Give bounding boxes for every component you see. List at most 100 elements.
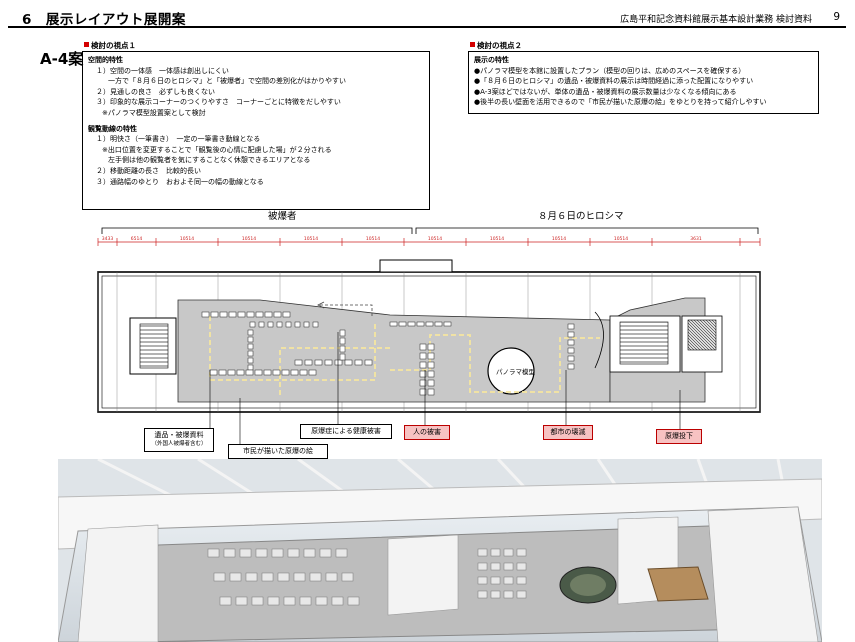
text-line: ●A-3案ほどではないが、単体の遺品・被爆資料の展示数量は少なくなる傾向にある [474, 87, 737, 96]
render-case [331, 596, 344, 606]
render-case [207, 548, 220, 558]
panel-body: 空間的特性 １）空間の一体感 一体感は創出しにくい 一方で「８月６日のヒロシマ」… [82, 51, 430, 210]
dimension-label: 3433 [102, 236, 114, 242]
page-number: 9 [833, 11, 840, 23]
display-case [299, 369, 308, 376]
text-line: １）明快さ（一筆書き） 一定の一筆書き動線となる [96, 135, 261, 144]
callout-city-destruction: 都市の壊滅 [543, 425, 593, 440]
render-case [503, 562, 514, 571]
dimension-label: 10514 [304, 236, 318, 242]
render-case [477, 576, 488, 585]
render-case [261, 572, 274, 582]
render-stair [647, 566, 709, 602]
panorama-model-circle [487, 347, 535, 395]
display-case [246, 311, 255, 318]
display-case [364, 359, 373, 366]
panel-heading: 検討の視点１ [82, 40, 430, 51]
render-case [229, 572, 242, 582]
display-case [324, 359, 333, 366]
section-title: 観覧動線の特性 [88, 124, 137, 133]
dimension-label: 10514 [552, 236, 566, 242]
render-case [325, 572, 338, 582]
render-case [503, 576, 514, 585]
display-case [419, 370, 427, 378]
display-case [209, 369, 218, 376]
callout-relics: 遺品・被爆資料 （外国人被爆者含む） [144, 428, 214, 452]
arrow-left-icon [317, 301, 325, 309]
zone-bracket-right [415, 227, 759, 234]
display-case [389, 321, 398, 327]
display-case [228, 311, 237, 318]
display-case [567, 355, 575, 362]
panel-viewpoint-1: 検討の視点１ 空間的特性 １）空間の一体感 一体感は創出しにくい 一方で「８月６… [82, 40, 430, 210]
render-case [516, 548, 527, 557]
zone-label-hiroshima: ８月６日のヒロシマ [538, 211, 624, 222]
display-case [427, 370, 435, 378]
display-case [567, 323, 575, 330]
red-square-icon [84, 42, 89, 47]
red-square-icon [470, 42, 475, 47]
display-case [247, 336, 254, 343]
dimension-label: 10514 [614, 236, 628, 242]
render-case [347, 596, 360, 606]
zone-bracket-left [101, 227, 413, 234]
page-title: 6 展示レイアウト展開案 [22, 12, 186, 28]
callout-drawings: 市民が描いた原爆の絵 [228, 444, 328, 459]
render-case [223, 548, 236, 558]
display-case [276, 321, 283, 328]
display-case [427, 379, 435, 387]
header-bar: 6 展示レイアウト展開案 広島平和記念資料館展示基本設計業務 検討資料 9 [8, 6, 846, 28]
callout-leaders [209, 332, 681, 444]
section-title: 空間的特性 [88, 56, 123, 64]
display-case [263, 369, 272, 376]
display-case [267, 321, 274, 328]
display-case [419, 352, 427, 360]
display-case [249, 321, 256, 328]
render-case [516, 562, 527, 571]
text-line: ●「８月６日のヒロシマ」の遺品・被爆資料の展示は時間経過に添った配置になりやすい [474, 77, 754, 86]
panorama-label: パノラマ模型 [496, 368, 535, 376]
render-case [490, 590, 501, 599]
display-case [264, 311, 273, 318]
text-line: 左手側は他の観覧者を気にすることなく休憩できるエリアとなる [108, 156, 311, 165]
render-case [341, 572, 354, 582]
display-case [227, 369, 236, 376]
dimension-label: 10514 [366, 236, 380, 242]
render-case [477, 548, 488, 557]
display-case [339, 329, 346, 337]
display-case [308, 369, 317, 376]
display-case [425, 321, 434, 327]
text-line: １）空間の一体感 一体感は創出しにくい [96, 66, 229, 75]
render-case [477, 562, 488, 571]
display-case [407, 321, 416, 327]
display-case [339, 353, 346, 361]
display-case [419, 343, 427, 351]
display-case [567, 339, 575, 346]
render-case [319, 548, 332, 558]
dimension-label: 10514 [242, 236, 256, 242]
render-case [277, 572, 290, 582]
display-case [567, 363, 575, 370]
display-case [247, 343, 254, 350]
render-case [503, 548, 514, 557]
render-case [503, 590, 514, 599]
render-case [271, 548, 284, 558]
dimension-label: 6514 [131, 236, 143, 242]
display-case [237, 311, 246, 318]
text-line: ※パノラマ模型設置案として検討 [102, 108, 206, 117]
text-line: ●パノラマ模型を本館に設置したプラン（模型の回りは、広めのスペースを確保する） [474, 66, 746, 75]
display-case [427, 343, 435, 351]
callout-bombing: 原爆投下 [656, 429, 702, 444]
render-case [283, 596, 296, 606]
display-case [567, 331, 575, 338]
text-line: ●後半の長い壁面を活用できるので「市民が描いた原爆の絵」をゆとりを持って紹介しや… [474, 98, 767, 107]
text-line: 一方で「８月６日のヒロシマ」と「被爆者」で空間の差別化がはかりやすい [108, 77, 346, 86]
display-case [427, 361, 435, 369]
display-cases [201, 311, 575, 396]
display-case [247, 350, 254, 357]
display-case [218, 369, 227, 376]
display-case [304, 359, 313, 366]
visitor-route [209, 316, 600, 393]
display-case [281, 369, 290, 376]
display-case [285, 321, 292, 328]
